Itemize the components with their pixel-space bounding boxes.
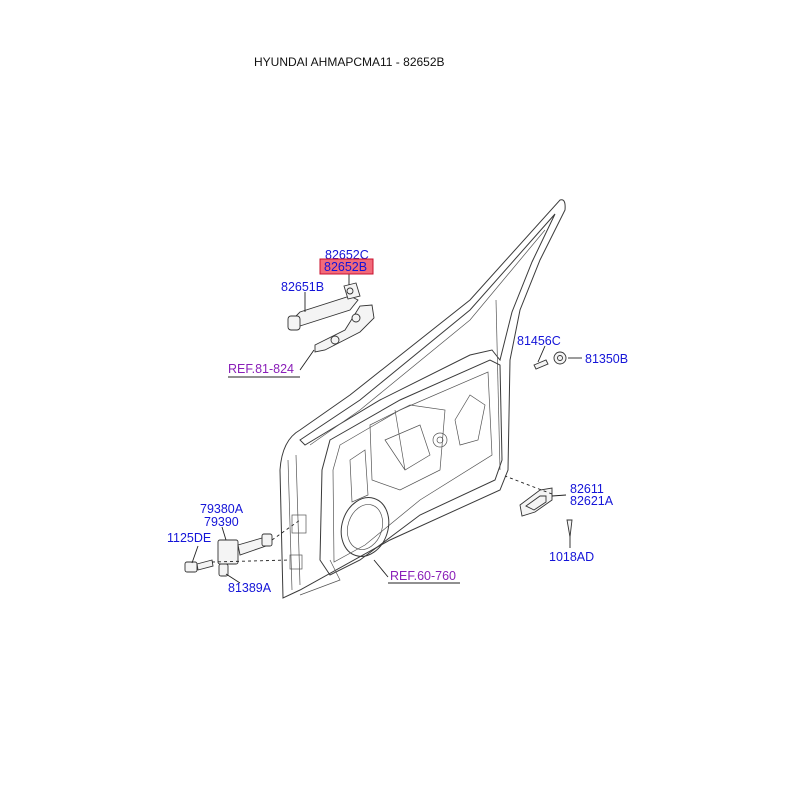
label-81389A[interactable]: 81389A [228, 581, 272, 595]
label-82611[interactable]: 82611 [570, 482, 604, 496]
label-82621A[interactable]: 82621A [570, 494, 614, 508]
highlighted-part-label[interactable]: 82652B [319, 258, 374, 275]
front-door-frame [279, 199, 566, 599]
label-81456C[interactable]: 81456C [517, 334, 561, 348]
bolt-1125DE [184, 559, 214, 573]
label-1125DE[interactable]: 1125DE [167, 531, 211, 545]
label-79380A[interactable]: 79380A [200, 502, 244, 516]
label-82652B[interactable]: 82652B [324, 260, 367, 274]
screw-1018AD [566, 519, 573, 538]
label-79390[interactable]: 79390 [204, 515, 239, 529]
ref-81-824[interactable]: REF.81-824 [228, 362, 294, 376]
label-82651B[interactable]: 82651B [281, 280, 324, 294]
handle-cover-82652B [343, 282, 361, 300]
door-checker [217, 533, 273, 565]
inside-handle [519, 487, 553, 517]
highlight-box [319, 258, 374, 275]
handle-bracket [314, 304, 375, 353]
label-81350B[interactable]: 81350B [585, 352, 628, 366]
label-1018AD[interactable]: 1018AD [549, 550, 594, 564]
diagram-title: HYUNDAI AHMAPCMA11 - 82652B [254, 55, 445, 69]
bolt-81389A [218, 563, 229, 577]
leader-lines [191, 272, 582, 584]
outside-handle-82651B [287, 295, 359, 331]
ref-60-760[interactable]: REF.60-760 [390, 569, 456, 583]
striker-bolt [533, 351, 567, 370]
